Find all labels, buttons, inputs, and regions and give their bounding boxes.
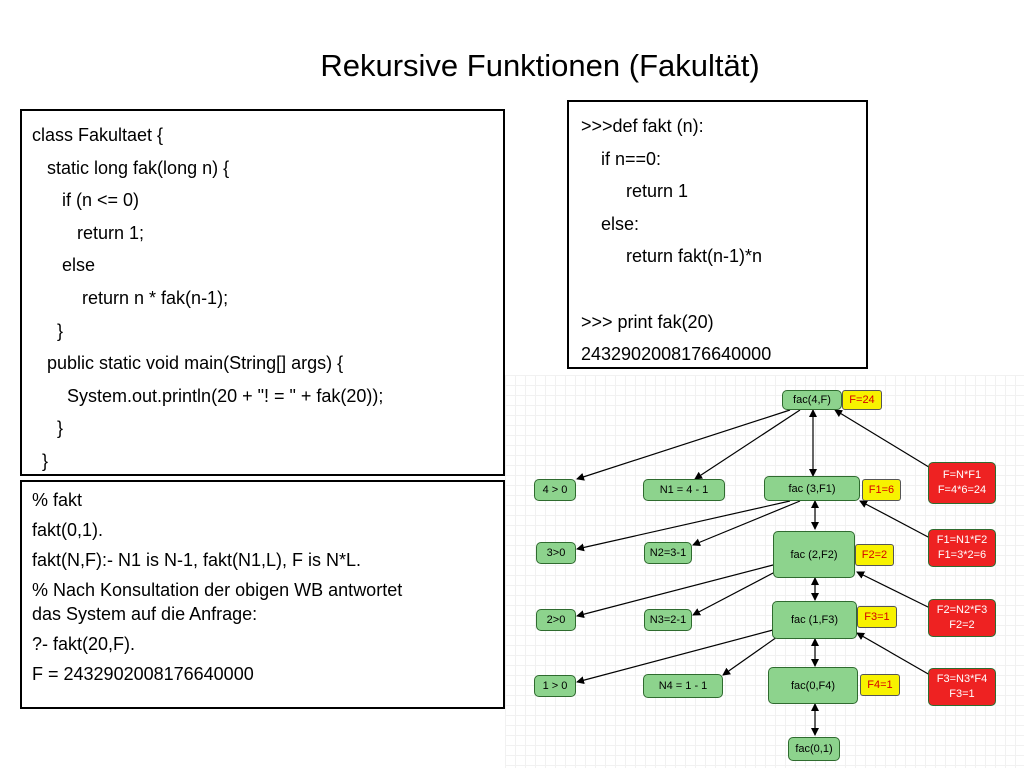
node-fac4: fac(4,F): [782, 390, 842, 410]
prolog-line: fakt(0,1).: [32, 520, 104, 540]
prolog-line: % Nach Konsultation der obigen WB antwor…: [32, 580, 403, 624]
edge: [856, 571, 931, 609]
calc-line: F2=N2*F3: [936, 604, 988, 616]
prolog-line: fakt(N,F):- N1 is N-1, fakt(N1,L), F is …: [32, 550, 362, 570]
node-n1: N1 = 4 - 1: [643, 479, 725, 501]
prolog-line: F = 2432902008176640000: [32, 664, 254, 684]
calc-line: F=N*F1: [942, 469, 982, 481]
code-line: return 1: [581, 181, 689, 202]
slide-title: Rekursive Funktionen (Fakultät): [320, 48, 760, 83]
edge: [576, 564, 774, 619]
edge: [859, 500, 931, 539]
code-line: return 1;: [32, 222, 145, 243]
node-fac0-1: fac(0,1): [788, 737, 840, 761]
prolog-line: % fakt: [32, 490, 83, 510]
code-line: public static void main(String[] args) {: [32, 353, 344, 374]
calc-box-1: F3=N3*F4 F3=1: [928, 668, 996, 706]
code-line: else: [32, 255, 96, 276]
code-line: }: [32, 320, 64, 341]
node-cond-2: 2>0: [536, 609, 576, 631]
diagram-arrows: [576, 409, 938, 736]
calc-line: F3=1: [949, 688, 975, 700]
code-line: }: [32, 450, 49, 471]
code-line: System.out.println(20 + "! = " + fak(20)…: [32, 385, 384, 406]
code-line: class Fakultaet {: [32, 125, 164, 145]
edge: [856, 632, 931, 676]
calc-line: F2=2: [949, 619, 975, 631]
prolog-code-box: % fakt fakt(0,1). fakt(N,F):- N1 is N-1,…: [20, 480, 505, 709]
node-fac0: fac(0,F4): [768, 667, 858, 704]
edge: [576, 629, 774, 685]
code-line: }: [32, 418, 64, 439]
node-fac1: fac (1,F3): [772, 601, 857, 639]
calc-box-4: F=N*F1 F=4*6=24: [928, 462, 996, 504]
recursion-diagram: fac(4,F) F=24 4 > 0 N1 = 4 - 1 fac (3,F1…: [505, 375, 1024, 768]
value-f4-1: F4=1: [860, 674, 900, 696]
edge: [576, 500, 791, 552]
edge: [834, 409, 938, 473]
value-f1-6: F1=6: [862, 479, 901, 501]
edge: [694, 409, 801, 480]
node-cond-3: 3>0: [536, 542, 576, 564]
java-code-box: class Fakultaet { static long fak(long n…: [20, 109, 505, 476]
code-line: >>> print fak(20): [581, 311, 714, 332]
node-cond-4: 4 > 0: [534, 479, 576, 501]
node-n4: N4 = 1 - 1: [643, 674, 723, 698]
calc-line: F=4*6=24: [937, 484, 987, 496]
prolog-line: ?- fakt(20,F).: [32, 634, 136, 654]
calc-line: F1=3*2=6: [937, 549, 987, 561]
value-f24: F=24: [842, 390, 882, 410]
calc-line: F1=N1*F2: [936, 534, 988, 546]
node-cond-1: 1 > 0: [534, 675, 576, 697]
edge: [692, 571, 776, 616]
code-line: if n==0:: [581, 148, 662, 169]
code-line: if (n <= 0): [32, 190, 140, 211]
node-n3: N3=2-1: [644, 609, 692, 631]
code-line: else:: [581, 213, 640, 234]
value-f2-2: F2=2: [855, 544, 894, 566]
python-code-box: >>>def fakt (n): if n==0: return 1 else:…: [567, 100, 868, 369]
calc-box-2: F2=N2*F3 F2=2: [928, 599, 996, 637]
node-n2: N2=3-1: [644, 542, 692, 564]
edge: [692, 500, 801, 547]
code-line: static long fak(long n) {: [32, 157, 230, 178]
calc-line: F3=N3*F4: [936, 673, 988, 685]
code-line-blank: [581, 273, 866, 306]
code-line: return fakt(n-1)*n: [581, 246, 763, 267]
code-line: return n * fak(n-1);: [32, 287, 229, 308]
node-fac2: fac (2,F2): [773, 531, 855, 578]
edge: [722, 636, 778, 676]
calc-box-3: F1=N1*F2 F1=3*2=6: [928, 529, 996, 567]
code-line: >>>def fakt (n):: [581, 116, 704, 136]
code-line: 2432902008176640000: [581, 344, 772, 365]
node-fac3: fac (3,F1): [764, 476, 860, 501]
value-f3-1: F3=1: [857, 606, 897, 628]
edge: [576, 409, 791, 481]
